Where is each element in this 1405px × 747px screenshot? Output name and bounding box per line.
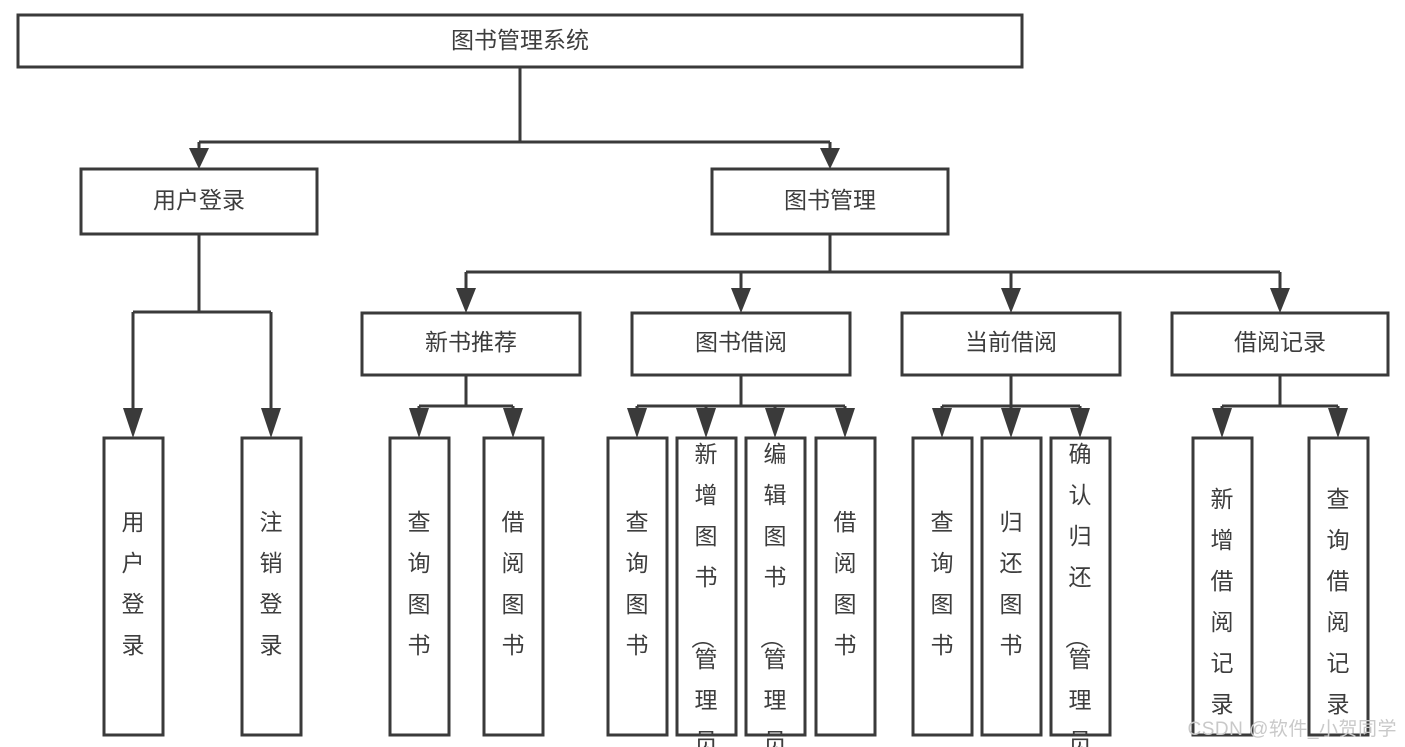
arrowhead-borrow [731, 288, 751, 313]
leaf-logout-box[interactable] [240, 436, 303, 737]
node-new-book-recommend[interactable]: 新书推荐 [360, 311, 582, 377]
leaf-node[interactable]: 查询图书 [911, 436, 974, 737]
arrowhead-current-leaf-2 [1001, 408, 1021, 438]
leaf-user-login-label: 用户登录 [122, 509, 145, 658]
arrowhead-borrow-leaf-2 [696, 408, 716, 438]
leaf-newbook-borrow-box[interactable] [482, 436, 545, 737]
node-current-borrow-box[interactable] [900, 311, 1122, 377]
arrowhead-leaf-logout [261, 408, 281, 438]
leaf-add-record-box[interactable] [1191, 436, 1254, 737]
arrowhead-borrow-leaf-1 [627, 408, 647, 438]
node-root-box[interactable] [16, 13, 1024, 69]
node-book-borrow[interactable]: 图书借阅 [630, 311, 852, 377]
node-user-login[interactable]: 用户登录 [79, 167, 319, 236]
node-new-book-recommend-box[interactable] [360, 311, 582, 377]
leaf-node[interactable]: 编辑图书（管理员） [744, 436, 807, 747]
node-current-borrow-label: 当前借阅 [965, 329, 1057, 355]
leaf-node[interactable]: 借阅图书 [814, 436, 877, 737]
arrowhead-record [1270, 288, 1290, 313]
leaf-edit-book-label: 编辑图书（管理员） [759, 441, 787, 747]
arrowhead-user-login [189, 148, 209, 169]
leaf-user-login-box[interactable] [102, 436, 165, 737]
node-book-borrow-label: 图书借阅 [695, 329, 787, 355]
leaf-add-record-label: 新增借阅记录 [1211, 486, 1234, 717]
leaf-confirm-return-box[interactable] [1049, 436, 1112, 737]
node-current-borrow[interactable]: 当前借阅 [900, 311, 1122, 377]
arrowhead-newbook-leaf-2 [503, 408, 523, 438]
leaf-edit-book-box[interactable] [744, 436, 807, 737]
node-user-login-label: 用户登录 [153, 187, 245, 213]
leaf-borrow-book-box[interactable] [814, 436, 877, 737]
leaf-add-book-label: 新增图书（管理员） [690, 441, 718, 747]
leaf-current-query-box[interactable] [911, 436, 974, 737]
arrowhead-borrow-leaf-4 [835, 408, 855, 438]
leaf-node[interactable]: 查询图书 [388, 436, 451, 737]
arrowhead-current [1001, 288, 1021, 313]
leaf-query-record-label: 查询借阅记录 [1327, 486, 1350, 717]
node-user-login-box[interactable] [79, 167, 319, 236]
node-book-management[interactable]: 图书管理 [710, 167, 950, 236]
arrowhead-newbook-leaf-1 [409, 408, 429, 438]
leaf-borrow-query-box[interactable] [606, 436, 669, 737]
arrowhead-current-leaf-1 [932, 408, 952, 438]
arrowhead-record-leaf-2 [1328, 408, 1348, 438]
node-book-management-box[interactable] [710, 167, 950, 236]
leaf-borrow-query-label: 查询图书 [626, 509, 649, 658]
leaf-node[interactable]: 查询图书 [606, 436, 669, 737]
node-root[interactable]: 图书管理系统 [16, 13, 1024, 69]
arrowhead-current-leaf-3 [1070, 408, 1090, 438]
leaf-node[interactable]: 借阅图书 [482, 436, 545, 737]
leaf-node[interactable]: 新增借阅记录 [1191, 436, 1254, 737]
node-borrow-record-label: 借阅记录 [1234, 329, 1326, 355]
leaf-node[interactable]: 归还图书 [980, 436, 1043, 737]
node-borrow-record[interactable]: 借阅记录 [1170, 311, 1390, 377]
leaf-node[interactable]: 新增图书（管理员） [675, 436, 738, 747]
arrowhead-book-mgmt [820, 148, 840, 169]
leaf-node[interactable]: 查询借阅记录 [1307, 436, 1370, 737]
leaf-add-book-box[interactable] [675, 436, 738, 737]
arrowhead-leaf-user-login [123, 408, 143, 438]
connector-layer [123, 67, 1348, 438]
leaf-confirm-return-label: 确认归还（管理员） [1064, 441, 1092, 747]
leaf-node[interactable]: 注销登录 [240, 436, 303, 737]
leaf-newbook-query-box[interactable] [388, 436, 451, 737]
arrowhead-newbook [456, 288, 476, 313]
leaf-newbook-borrow-label: 借阅图书 [502, 509, 525, 658]
leaf-current-query-label: 查询图书 [931, 509, 954, 658]
leaf-node[interactable]: 确认归还（管理员） [1049, 436, 1112, 747]
node-new-book-recommend-label: 新书推荐 [425, 329, 517, 355]
arrowhead-borrow-leaf-3 [765, 408, 785, 438]
leaf-query-record-box[interactable] [1307, 436, 1370, 737]
node-borrow-record-box[interactable] [1170, 311, 1390, 377]
leaf-borrow-book-label: 借阅图书 [834, 509, 857, 658]
leaf-node[interactable]: 用户登录 [102, 436, 165, 737]
node-book-borrow-box[interactable] [630, 311, 852, 377]
leaf-logout-label: 注销登录 [260, 509, 283, 658]
arrowhead-record-leaf-1 [1212, 408, 1232, 438]
node-book-management-label: 图书管理 [784, 187, 876, 213]
leaf-return-book-label: 归还图书 [1000, 509, 1023, 658]
leaf-newbook-query-label: 查询图书 [408, 509, 431, 658]
node-root-label: 图书管理系统 [451, 27, 589, 53]
leaf-return-book-box[interactable] [980, 436, 1043, 737]
